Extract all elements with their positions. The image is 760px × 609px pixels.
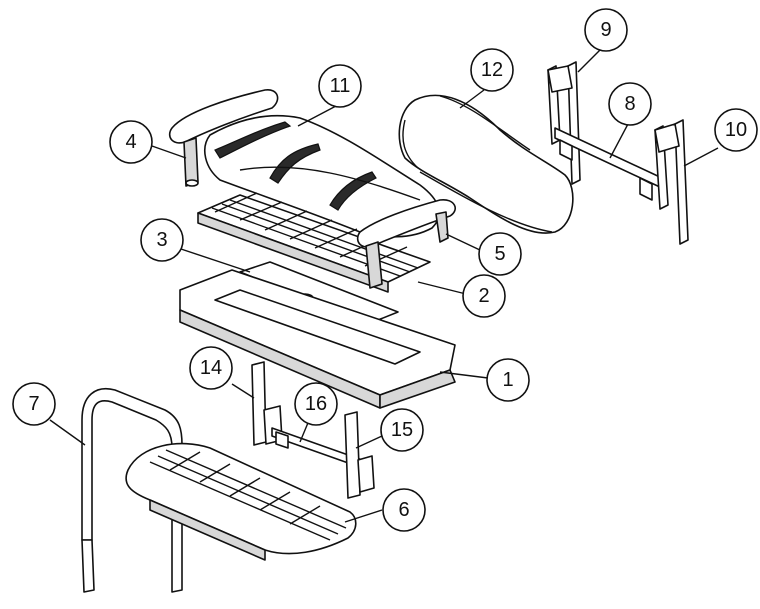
callout-6-label: 6 xyxy=(398,499,409,521)
callout-9-label: 9 xyxy=(600,19,611,41)
callout-2: 2 xyxy=(462,274,506,318)
callout-1: 1 xyxy=(486,358,530,402)
callout-6: 6 xyxy=(382,488,426,532)
leader-5 xyxy=(445,233,483,252)
leader-1 xyxy=(439,371,489,379)
callout-12-label: 12 xyxy=(481,59,503,81)
callout-1-label: 1 xyxy=(502,369,513,391)
callout-4: 4 xyxy=(109,120,153,164)
leader-6 xyxy=(344,509,383,523)
leader-14 xyxy=(231,383,255,399)
footrest-grid xyxy=(149,449,347,541)
callout-14-label: 14 xyxy=(200,357,222,379)
leader-7 xyxy=(49,419,86,446)
leader-9 xyxy=(577,49,601,73)
back-bracket-right xyxy=(654,119,689,245)
callout-16: 16 xyxy=(294,382,338,426)
callout-11: 11 xyxy=(318,64,362,108)
footrest-platform xyxy=(125,442,357,561)
callout-5-label: 5 xyxy=(494,243,505,265)
callout-5: 5 xyxy=(478,232,522,276)
callout-14: 14 xyxy=(189,346,233,390)
support-bracket-right xyxy=(344,411,375,499)
callout-3: 3 xyxy=(140,218,184,262)
callout-10: 10 xyxy=(714,108,758,152)
armrest-left xyxy=(168,89,279,187)
seat-base xyxy=(179,269,456,409)
leader-10 xyxy=(683,147,719,167)
callout-16-label: 16 xyxy=(305,393,327,415)
callout-7: 7 xyxy=(12,382,56,426)
callout-11-label: 11 xyxy=(330,75,351,97)
leader-3 xyxy=(177,247,251,273)
callout-8-label: 8 xyxy=(624,93,635,115)
callout-15: 15 xyxy=(380,408,424,452)
leader-12 xyxy=(459,89,485,109)
callout-4-label: 4 xyxy=(125,131,136,153)
callout-7-label: 7 xyxy=(28,393,39,415)
leader-11 xyxy=(297,105,337,127)
armrest-right xyxy=(356,199,456,289)
seat-bottom-cushion xyxy=(204,115,440,238)
leader-15 xyxy=(355,435,383,449)
leader-4 xyxy=(151,145,187,159)
callout-12: 12 xyxy=(470,48,514,92)
callout-9: 9 xyxy=(584,8,628,52)
leader-8 xyxy=(609,123,629,159)
callout-10-label: 10 xyxy=(725,119,747,141)
callout-15-label: 15 xyxy=(391,419,413,441)
grab-bar xyxy=(81,388,183,593)
callout-3-label: 3 xyxy=(156,229,167,251)
callout-8: 8 xyxy=(608,82,652,126)
callout-2-label: 2 xyxy=(478,285,489,307)
seat-back-cushion xyxy=(398,94,574,234)
